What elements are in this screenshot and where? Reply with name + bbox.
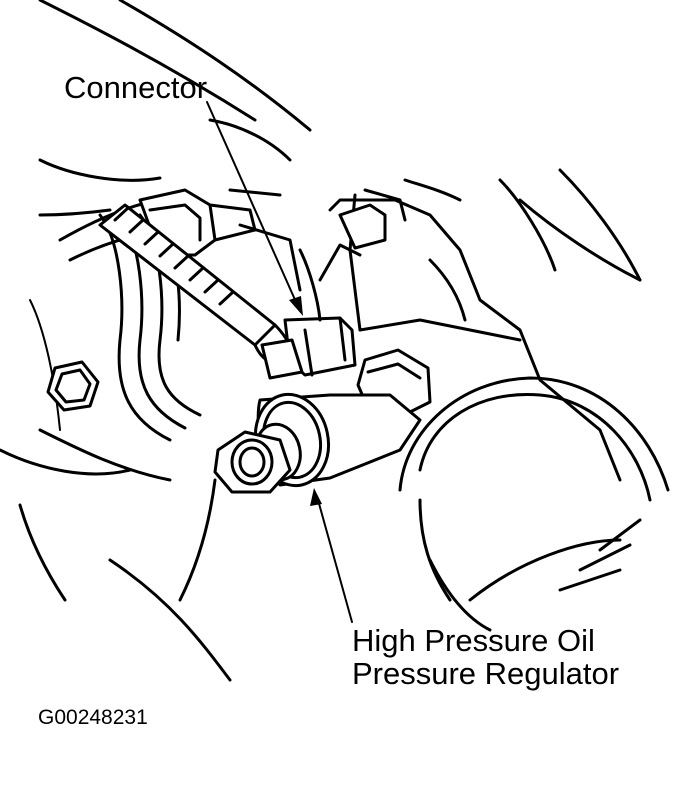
engine-background	[0, 0, 312, 682]
regulator-label: High Pressure Oil Pressure Regulator	[352, 624, 619, 690]
round-housing	[398, 376, 670, 632]
pump-housing	[298, 168, 642, 482]
left-bolt	[46, 360, 100, 412]
regulator-part	[213, 392, 422, 494]
connector-arrowhead	[289, 296, 303, 316]
regulator-label-line1: High Pressure Oil	[352, 623, 595, 658]
leader-arrows	[206, 101, 353, 623]
connector-label: Connector	[64, 70, 208, 105]
figure-code: G00248231	[38, 706, 148, 729]
regulator-label-line2: Pressure Regulator	[352, 656, 620, 691]
connector-part	[260, 316, 357, 380]
regulator-arrowhead	[310, 488, 322, 506]
